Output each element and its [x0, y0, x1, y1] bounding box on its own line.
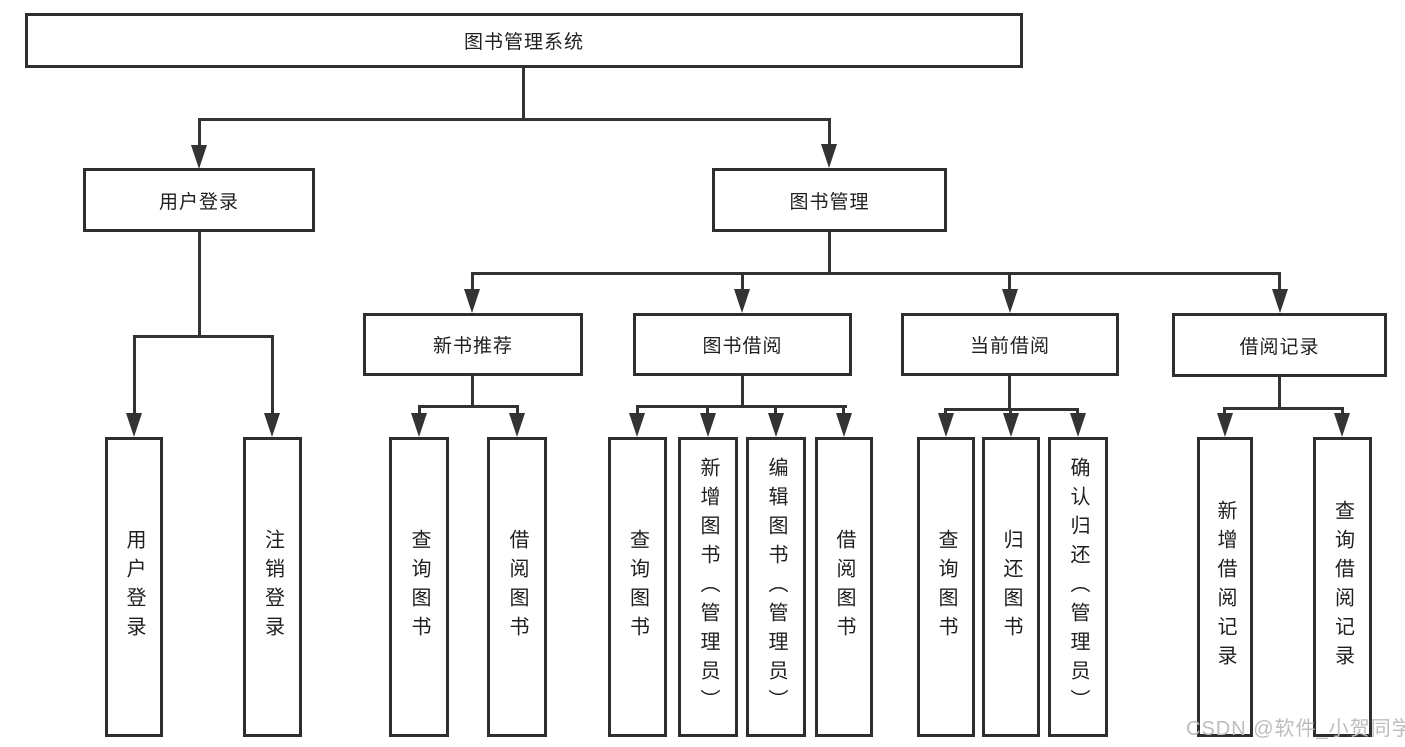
- node-new-book-recommend: 新书推荐: [363, 313, 583, 376]
- leaf-br-query-record-label: 查询借阅记录: [1331, 500, 1354, 674]
- leaf-br-add-record-label: 新增借阅记录: [1214, 500, 1236, 674]
- node-current-borrowing: 当前借阅: [901, 313, 1119, 376]
- connector-level2-bar: [198, 118, 831, 121]
- connector-user-bar: [133, 335, 274, 338]
- arrow-down-icon: [1217, 413, 1233, 437]
- leaf-bb-add-books-admin: 新增图书（管理员）: [678, 437, 738, 737]
- connector-level3-bar: [471, 272, 1281, 275]
- leaf-cb-query-books: 查询图书: [917, 437, 975, 737]
- connector-drop-user-login: [198, 118, 201, 150]
- arrow-down-icon: [1070, 413, 1086, 437]
- node-book-borrowing-label: 图书借阅: [702, 336, 783, 357]
- leaf-bb-add-books-admin-label: 新增图书（管理员）: [697, 456, 719, 718]
- arrow-down-icon: [1002, 289, 1018, 313]
- arrow-down-icon: [938, 413, 954, 437]
- node-book-borrowing: 图书借阅: [633, 313, 852, 376]
- connector-nb-trunk: [471, 375, 474, 407]
- leaf-nb-query-books-label: 查询图书: [408, 529, 430, 645]
- leaf-bb-query-books: 查询图书: [608, 437, 667, 737]
- leaf-br-add-record: 新增借阅记录: [1197, 437, 1253, 737]
- connector-drop-new-books: [471, 272, 474, 294]
- leaf-nb-query-books: 查询图书: [389, 437, 449, 737]
- leaf-cb-return-books-label: 归还图书: [1000, 529, 1022, 645]
- connector-drop-login-leaf: [133, 335, 136, 417]
- arrow-down-icon: [509, 413, 525, 437]
- arrow-down-icon: [700, 413, 716, 437]
- arrow-down-icon: [821, 144, 837, 168]
- leaf-cb-confirm-return-admin: 确认归还（管理员）: [1048, 437, 1108, 737]
- node-book-management: 图书管理: [712, 168, 947, 232]
- node-borrowing-records-label: 借阅记录: [1239, 336, 1320, 358]
- leaf-bb-borrow-books-label: 借阅图书: [833, 529, 855, 645]
- arrow-down-icon: [126, 413, 142, 437]
- connector-drop-current-borrow: [1008, 272, 1011, 294]
- arrow-down-icon: [768, 413, 784, 437]
- leaf-bb-borrow-books: 借阅图书: [815, 437, 873, 737]
- connector-mgmt-trunk: [828, 232, 831, 274]
- connector-drop-logout-leaf: [271, 335, 274, 417]
- connector-user-trunk: [198, 232, 201, 338]
- leaf-logout: 注销登录: [243, 437, 302, 737]
- arrow-down-icon: [734, 289, 750, 313]
- arrow-down-icon: [1272, 289, 1288, 313]
- arrow-down-icon: [264, 413, 280, 437]
- leaf-user-login-label: 用户登录: [123, 529, 145, 645]
- leaf-bb-edit-books-admin-label: 编辑图书（管理员）: [765, 456, 787, 718]
- leaf-logout-label: 注销登录: [261, 529, 284, 645]
- leaf-br-query-record: 查询借阅记录: [1313, 437, 1372, 737]
- arrow-down-icon: [411, 413, 427, 437]
- arrow-down-icon: [464, 289, 480, 313]
- node-current-borrowing-label: 当前借阅: [969, 336, 1050, 357]
- arrow-down-icon: [1003, 413, 1019, 437]
- csdn-watermark: CSDN @软件_小贺同学: [1186, 718, 1405, 740]
- node-library-system-label: 图书管理系统: [463, 32, 584, 53]
- connector-bb-trunk: [741, 375, 744, 407]
- connector-br-bar: [1223, 407, 1344, 410]
- connector-br-trunk: [1278, 377, 1281, 409]
- arrow-down-icon: [191, 145, 207, 169]
- arrow-down-icon: [1334, 413, 1350, 437]
- connector-cb-trunk: [1008, 376, 1011, 410]
- leaf-bb-edit-books-admin: 编辑图书（管理员）: [746, 437, 806, 737]
- leaf-cb-return-books: 归还图书: [982, 437, 1040, 737]
- connector-drop-book-borrow: [741, 272, 744, 294]
- leaf-cb-query-books-label: 查询图书: [935, 529, 957, 645]
- connector-nb-bar: [418, 405, 519, 408]
- node-user-login: 用户登录: [83, 168, 315, 232]
- leaf-nb-borrow-books-label: 借阅图书: [506, 529, 528, 645]
- leaf-cb-confirm-return-admin-label: 确认归还（管理员）: [1067, 456, 1089, 718]
- arrow-down-icon: [629, 413, 645, 437]
- connector-drop-borrow-records: [1278, 272, 1281, 294]
- connector-root-trunk: [522, 68, 525, 120]
- node-new-book-recommend-label: 新书推荐: [432, 336, 513, 357]
- node-library-system: 图书管理系统: [25, 13, 1023, 68]
- connector-drop-book-mgmt: [828, 118, 831, 150]
- leaf-user-login: 用户登录: [105, 437, 163, 737]
- leaf-nb-borrow-books: 借阅图书: [487, 437, 547, 737]
- leaf-bb-query-books-label: 查询图书: [626, 529, 649, 645]
- arrow-down-icon: [836, 413, 852, 437]
- connector-bb-bar: [636, 405, 847, 408]
- node-book-management-label: 图书管理: [789, 191, 870, 213]
- node-user-login-label: 用户登录: [158, 191, 239, 213]
- node-borrowing-records: 借阅记录: [1172, 313, 1387, 377]
